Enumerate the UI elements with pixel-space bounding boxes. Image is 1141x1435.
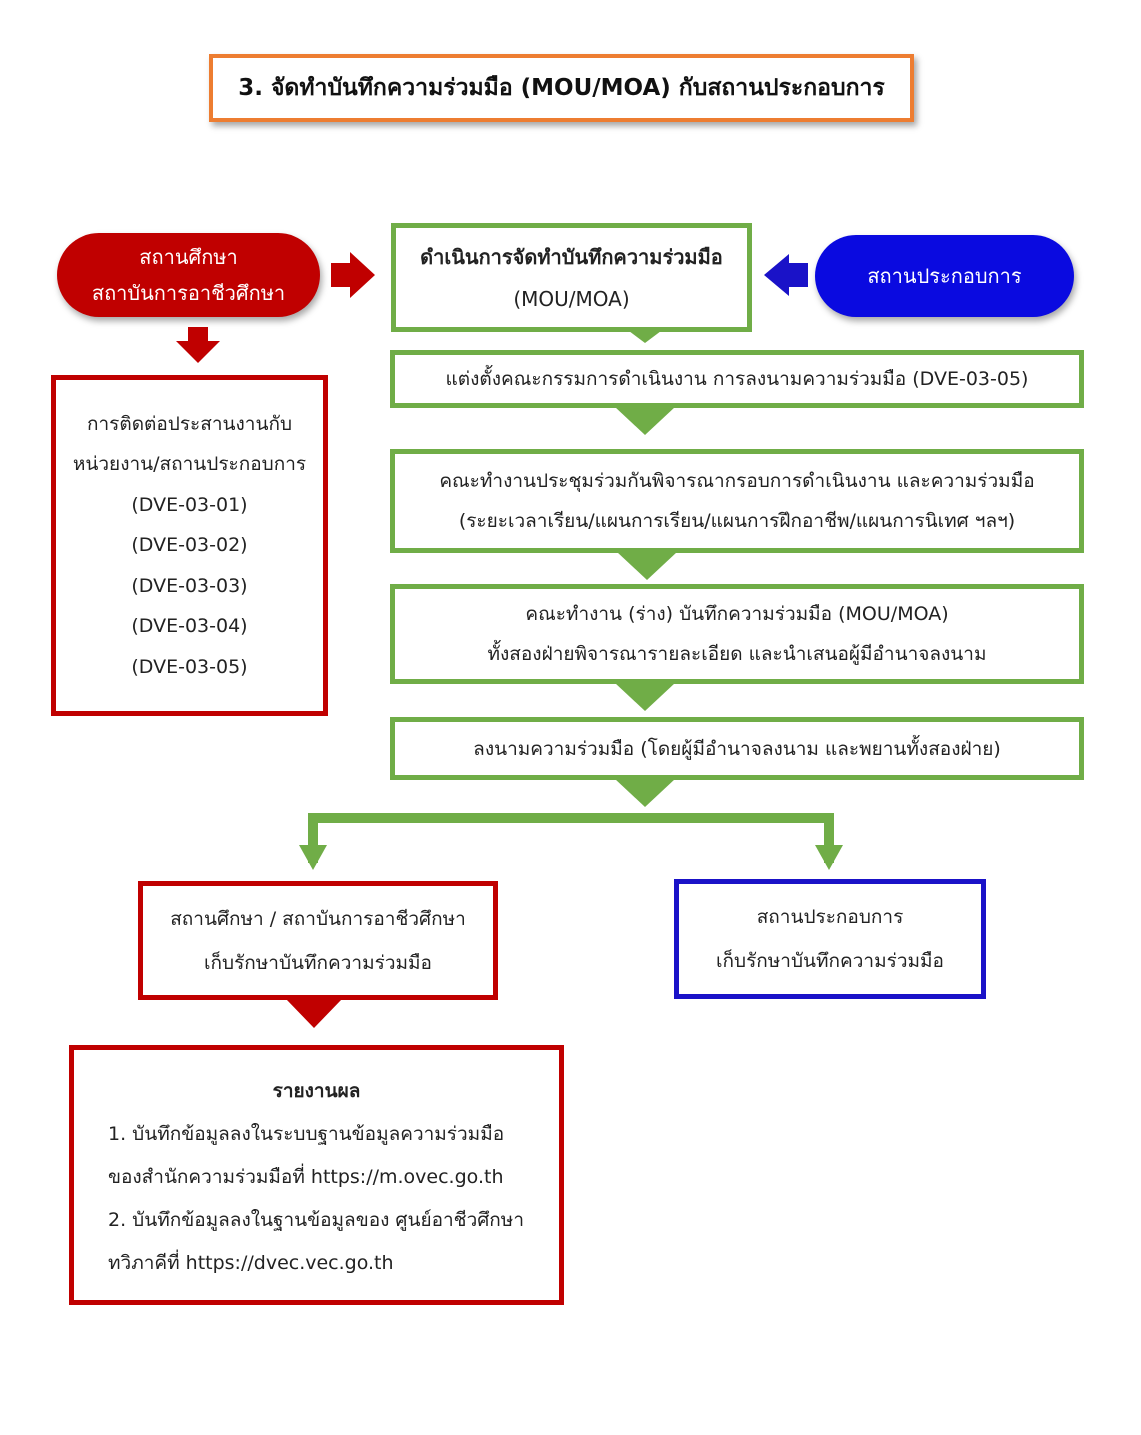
list-item: (DVE-03-04) [131, 615, 248, 638]
report-line: 1. บันทึกข้อมูลลงในระบบฐานข้อมูลความร่วม… [108, 1123, 505, 1145]
list-item: (DVE-03-05) [131, 655, 248, 678]
education-line-1: สถานศึกษา [139, 245, 238, 269]
coordination-list: การติดต่อประสานงานกับ หน่วยงาน/สถานประกอ… [51, 375, 328, 716]
report-line: ทวิภาคีที่ https://dvec.vec.go.th [108, 1252, 394, 1274]
step-meeting: คณะทำงานประชุมร่วมกันพิจารณากรอบการดำเนิ… [390, 449, 1084, 553]
main-process-box: ดำเนินการจัดทำบันทึกความร่วมมือ (MOU/MOA… [391, 223, 752, 332]
report-title: รายงานผล [272, 1080, 361, 1102]
step-text: คณะทำงาน (ร่าง) บันทึกความร่วมมือ (MOU/M… [525, 603, 949, 625]
report-line: 2. บันทึกข้อมูลลงในฐานข้อมูลของ ศูนย์อาช… [108, 1209, 525, 1231]
arrow-down-red [286, 999, 342, 1028]
page-title: 3. จัดทำบันทึกความร่วมมือ (MOU/MOA) กับส… [209, 54, 914, 122]
list-item: หน่วยงาน/สถานประกอบการ [72, 453, 307, 476]
list-item: การติดต่อประสานงานกับ [86, 412, 293, 435]
keep-text: เก็บรักษาบันทึกความร่วมมือ [716, 950, 944, 972]
business-label: สถานประกอบการ [867, 264, 1022, 288]
list-item: (DVE-03-03) [131, 574, 248, 597]
education-institution-node: สถานศึกษา สถาบันการอาชีวศึกษา [57, 233, 320, 317]
step-text: แต่งตั้งคณะกรรมการดำเนินงาน การลงนามความ… [445, 368, 1029, 390]
report-box: รายงานผล 1. บันทึกข้อมูลลงในระบบฐานข้อมู… [69, 1045, 564, 1305]
report-line: ของสำนักความร่วมมือที่ https://m.ovec.go… [108, 1166, 504, 1188]
business-node: สถานประกอบการ [815, 235, 1074, 317]
step-appoint-committee: แต่งตั้งคณะกรรมการดำเนินงาน การลงนามความ… [390, 350, 1084, 408]
keep-text: สถานประกอบการ [756, 906, 904, 928]
arrow-right-red [331, 252, 375, 298]
arrow-down-green [615, 683, 675, 711]
education-keep-box: สถานศึกษา / สถาบันการอาชีวศึกษา เก็บรักษ… [138, 881, 498, 1000]
step-text: ลงนามความร่วมมือ (โดยผู้มีอำนาจลงนาม และ… [473, 737, 1001, 760]
step-text: คณะทำงานประชุมร่วมกันพิจารณากรอบการดำเนิ… [439, 470, 1035, 492]
arrow-down-green [629, 331, 661, 343]
step-draft-mou: คณะทำงาน (ร่าง) บันทึกความร่วมมือ (MOU/M… [390, 584, 1084, 684]
arrow-down-green [617, 552, 677, 580]
list-item: (DVE-03-01) [131, 493, 248, 516]
arrow-down-red [176, 327, 220, 363]
step-text: (ระยะเวลาเรียน/แผนการเรียน/แผนการฝึกอาชี… [458, 510, 1016, 532]
split-connector [308, 813, 834, 863]
step-sign: ลงนามความร่วมมือ (โดยผู้มีอำนาจลงนาม และ… [390, 717, 1084, 780]
arrow-down-green [815, 845, 843, 870]
list-item: (DVE-03-02) [131, 534, 248, 557]
step-text: ทั้งสองฝ่ายพิจารณารายละเอียด และนำเสนอผู… [487, 643, 987, 665]
main-process-line-1: ดำเนินการจัดทำบันทึกความร่วมมือ [420, 244, 723, 269]
education-line-2: สถาบันการอาชีวศึกษา [91, 281, 286, 305]
arrow-down-green [615, 407, 675, 435]
page-title-text: 3. จัดทำบันทึกความร่วมมือ (MOU/MOA) กับส… [238, 75, 885, 101]
arrow-down-green [615, 779, 675, 807]
arrow-down-green [299, 845, 327, 870]
main-process-line-2: (MOU/MOA) [513, 286, 630, 311]
business-keep-box: สถานประกอบการ เก็บรักษาบันทึกความร่วมมือ [674, 879, 986, 999]
keep-text: สถานศึกษา / สถาบันการอาชีวศึกษา [170, 907, 466, 930]
arrow-left-blue [764, 254, 808, 296]
keep-text: เก็บรักษาบันทึกความร่วมมือ [204, 951, 432, 974]
